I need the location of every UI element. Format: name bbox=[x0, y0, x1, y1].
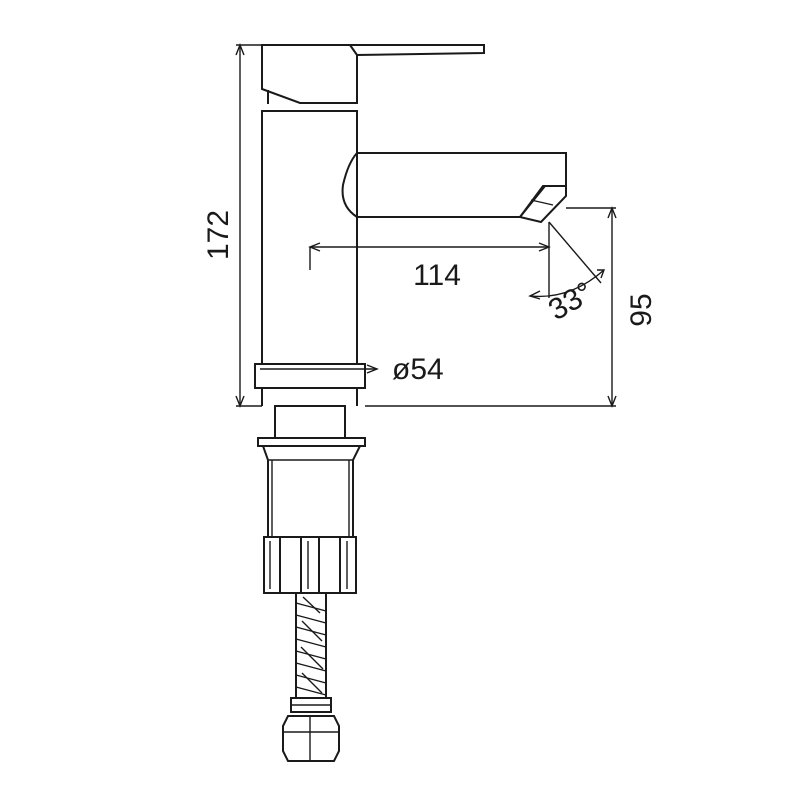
base-ring bbox=[254, 363, 366, 389]
dimension-label-spout-height: 95 bbox=[625, 293, 658, 326]
nut-tooth bbox=[300, 536, 320, 594]
fixing-shank bbox=[274, 405, 346, 439]
dimension-label-total-height: 172 bbox=[202, 210, 235, 260]
washer bbox=[257, 437, 366, 447]
hex-nut bbox=[282, 715, 340, 762]
dimension-label-base-diameter: ø54 bbox=[392, 353, 444, 386]
faucet-outline bbox=[254, 44, 567, 406]
mounting-hardware bbox=[257, 405, 366, 594]
faucet-body bbox=[261, 110, 358, 365]
dimension-label-spout-angle: 33° bbox=[543, 276, 599, 327]
nut-tooth bbox=[263, 536, 281, 594]
lever-handle bbox=[261, 44, 485, 104]
dimension-lines bbox=[235, 43, 617, 408]
spout bbox=[341, 152, 567, 224]
aerator bbox=[518, 185, 567, 224]
nut-tooth bbox=[339, 536, 357, 594]
flexible-hose bbox=[282, 592, 340, 762]
dimension-label-spout-reach: 114 bbox=[413, 259, 461, 292]
